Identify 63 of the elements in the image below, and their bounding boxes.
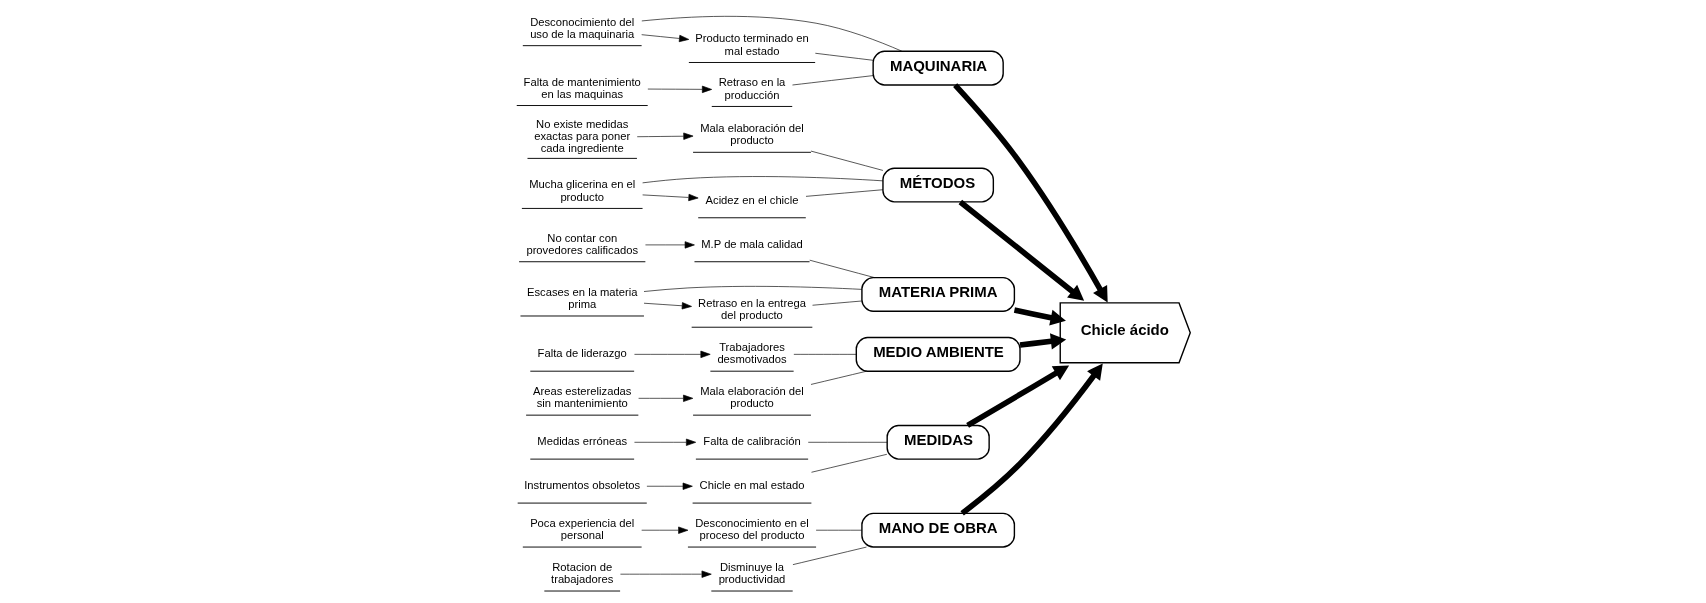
arrow	[952, 83, 1108, 303]
connector	[641, 176, 883, 184]
connector	[814, 52, 873, 61]
node-box: MANO DE OBRA	[860, 512, 1015, 548]
connector	[811, 300, 862, 306]
arrow	[640, 526, 688, 534]
node-text: Acidez en el chicle	[705, 193, 798, 206]
node-text: Mala elaboración del producto	[699, 385, 804, 410]
node-text: Retraso en la entrega del producto	[697, 297, 806, 322]
node-box: MATERIA PRIMA	[860, 276, 1015, 312]
node-text: Mucha glicerina en el producto	[528, 178, 635, 203]
node-text: No contar con provedores calificados	[525, 231, 638, 256]
connector	[815, 529, 862, 531]
arrow	[643, 302, 692, 310]
arrow	[633, 438, 696, 446]
arrow	[636, 132, 693, 140]
connector	[791, 75, 873, 86]
node-text: Producto terminado en mal estado	[694, 32, 809, 57]
arrow	[965, 365, 1069, 428]
node-box: MÉTODOS	[881, 167, 994, 203]
arrow	[641, 193, 698, 202]
node-text: Desconocimiento en el proceso del producto	[694, 517, 809, 542]
connector	[810, 150, 883, 171]
arrow	[619, 570, 712, 578]
node-text: Trabajadores desmotivados	[716, 341, 787, 366]
connector	[641, 16, 902, 52]
node-text: Retraso en la producción	[718, 76, 785, 101]
arrow	[1019, 333, 1066, 350]
connector	[810, 453, 887, 473]
node-text: Medidas erróneas	[536, 435, 627, 448]
node-text: Disminuye la productividad	[718, 561, 785, 586]
node-text: Poca experiencia del personal	[529, 517, 634, 542]
connector	[792, 546, 867, 565]
node-text: Falta de calibración	[702, 435, 801, 448]
node-text: Mala elaboración del producto	[699, 122, 804, 147]
arrow	[633, 350, 710, 358]
node-text: Escases en la materia prima	[526, 285, 637, 311]
node-text: Rotacion de trabajadores	[550, 561, 613, 586]
node-text: Chicle en mal estado	[699, 479, 804, 492]
node-text: Desconocimiento del uso de la maquinaria	[529, 15, 634, 40]
connector	[810, 370, 867, 385]
connector	[805, 189, 883, 197]
arrow	[637, 394, 693, 402]
arrow	[958, 199, 1084, 301]
connector	[807, 441, 887, 443]
connector	[643, 286, 862, 292]
node-text: Falta de liderazgo	[537, 347, 627, 360]
node-text: No existe medidas exactas para poner cada ingrediente	[533, 118, 630, 155]
connector	[793, 354, 856, 355]
connector	[808, 259, 875, 278]
node-box: MEDIDAS	[885, 424, 990, 460]
node-box: MEDIO AMBIENTE	[855, 336, 1021, 372]
arrow	[644, 241, 695, 249]
arrow	[646, 482, 693, 490]
node-text: Instrumentos obsoletos	[523, 479, 640, 492]
node-box: MAQUINARIA	[871, 50, 1004, 86]
node-text: Areas esterelizadas sin mantenimiento	[532, 385, 631, 410]
node-text: Falta de mantenimiento en las maquinas	[523, 75, 641, 100]
arrow	[959, 363, 1103, 516]
arrow	[647, 85, 712, 93]
arrow	[1013, 307, 1066, 326]
arrow	[640, 34, 689, 43]
node-text: M.P de mala calidad	[700, 237, 803, 250]
